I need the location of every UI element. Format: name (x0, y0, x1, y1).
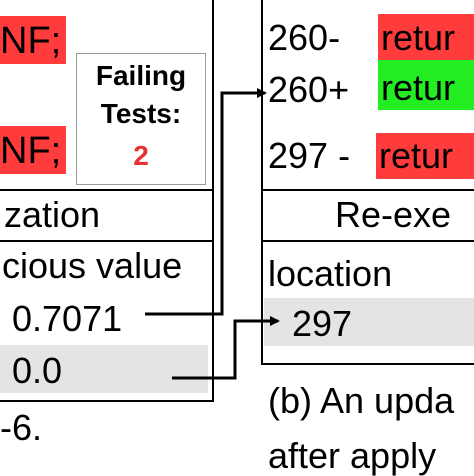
diff-code-2: retur (381, 67, 456, 108)
diff-code-3: retur (379, 135, 454, 176)
left-caption-fragment: -6. (0, 407, 43, 448)
left-section-divider-top (0, 189, 212, 191)
diff-line-number-1: 260- (268, 17, 341, 58)
removed-code-highlight-1 (0, 16, 66, 64)
right-caption-line-1: (b) An upda (268, 380, 455, 421)
failing-tests-box: Failing Tests: 2 (76, 53, 206, 185)
left-panel-frame (0, 0, 214, 402)
right-section-divider-top (263, 189, 474, 191)
right-section-header: Re-exe (335, 194, 452, 235)
code-fragment-2: NF; (0, 130, 62, 172)
left-section-header: zation (4, 194, 101, 235)
right-panel-frame (261, 0, 474, 365)
right-caption-line-2: after apply (268, 435, 437, 476)
suspicious-value-row-2: 0.0 (12, 350, 63, 391)
code-fragment-1: NF; (0, 20, 62, 62)
removed-code-highlight-3 (378, 14, 474, 60)
diff-line-number-3: 297 - (268, 135, 351, 176)
left-section-divider-bottom (0, 240, 212, 242)
added-code-highlight (378, 60, 474, 110)
failing-tests-label-line2: Tests: (100, 98, 182, 129)
location-row-1: 297 (292, 303, 353, 344)
arrow-to-updated-code (145, 88, 267, 316)
suspicious-value-row-1: 0.7071 (12, 298, 123, 339)
location-column-header: location (268, 253, 393, 294)
removed-code-highlight-2 (0, 126, 66, 174)
suspicious-value-column-header: cious value (2, 245, 183, 286)
diff-code-1: retur (381, 17, 456, 58)
diff-line-number-2: 260+ (268, 69, 350, 110)
arrow-to-location (172, 316, 280, 380)
failing-tests-label-line1: Failing (95, 60, 187, 91)
right-section-divider-bottom (263, 240, 474, 242)
value-row-2-gray-background (0, 345, 208, 393)
failing-tests-count: 2 (133, 140, 149, 171)
removed-code-highlight-4 (376, 133, 474, 179)
location-row-gray-background (264, 298, 474, 346)
